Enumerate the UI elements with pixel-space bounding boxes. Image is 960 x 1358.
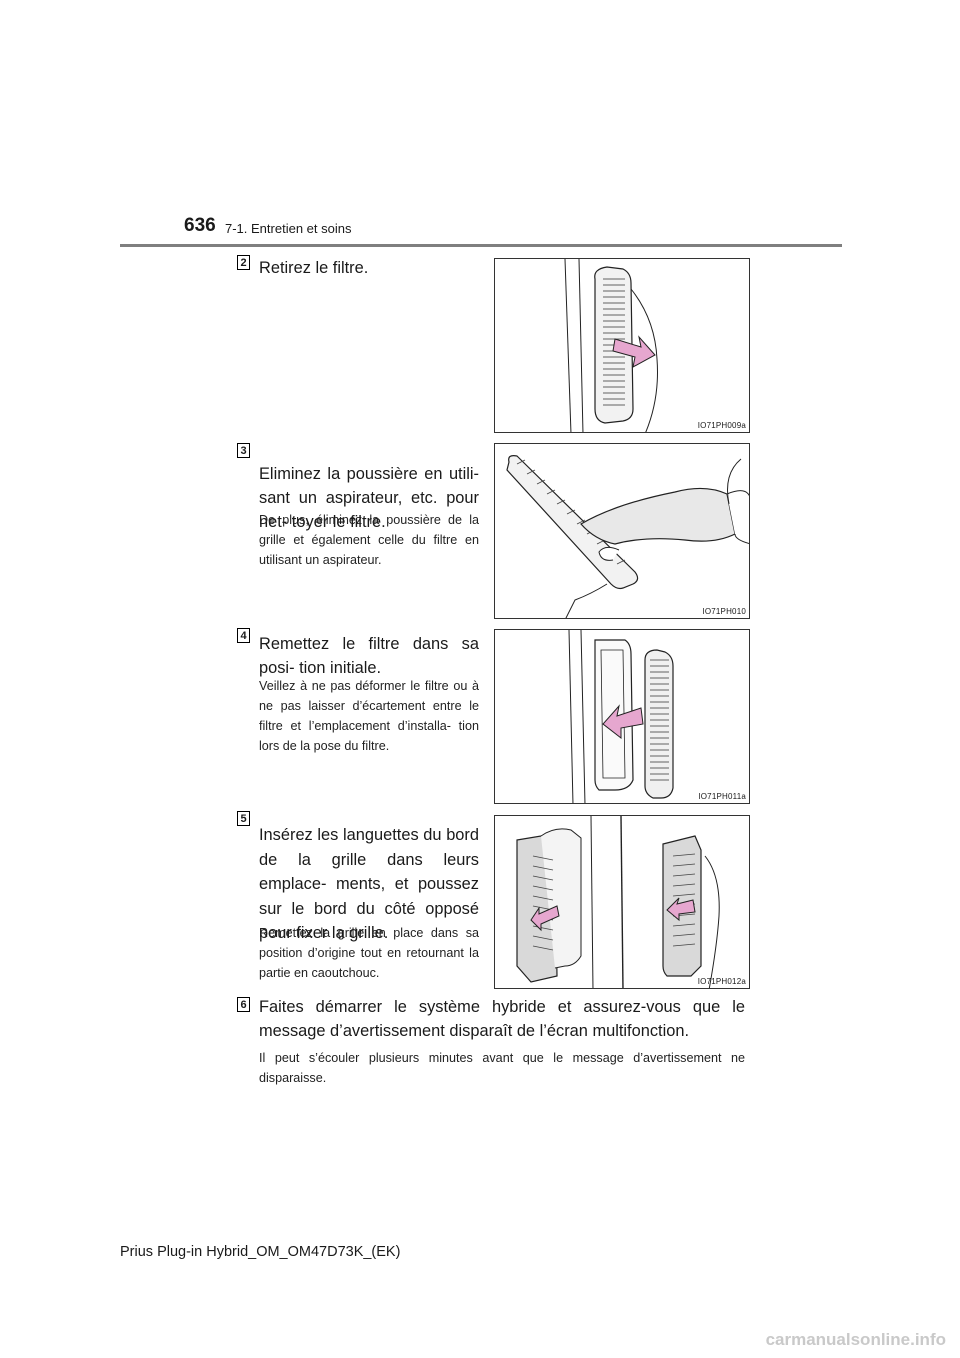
grille-reinstall-illustration [516, 816, 720, 988]
step-5-badge: 5 [237, 811, 250, 826]
step-2-figure: IO71PH009a [494, 258, 750, 433]
step-2-text: Retirez le filtre. [259, 259, 369, 277]
step-6-note: Il peut s’écouler plusieurs minutes avan… [259, 1051, 745, 1085]
step-5-right-arrow [666, 897, 696, 922]
vacuum-cleaning-illustration [506, 455, 749, 618]
step-5-note: Remettez la grille en place dans sa posi… [259, 926, 479, 980]
watermark: carmanualsonline.info [765, 1330, 946, 1349]
step-5-figure: IO71PH012a [494, 815, 750, 989]
step-2-badge: 2 [237, 255, 250, 270]
header-rule [120, 244, 842, 247]
step-5-text: Insérez les languettes du bord de la gri… [259, 826, 479, 942]
step-4-figure: IO71PH011a [494, 629, 750, 804]
step-4-arrow [602, 704, 644, 740]
step-6-badge: 6 [237, 997, 250, 1012]
step-4-figure-code: IO71PH011a [698, 792, 746, 801]
step-4-text: Remettez le filtre dans sa posi- tion in… [259, 635, 479, 677]
step-2-arrow [612, 335, 656, 368]
step-5-figure-code: IO71PH012a [697, 977, 746, 986]
footer-model: Prius Plug-in Hybrid_OM_OM47D73K_(EK) [120, 1244, 401, 1260]
step-3-badge: 3 [237, 443, 250, 458]
step-5-left-arrow [530, 905, 560, 932]
step-6-text: Faites démarrer le système hybride et as… [259, 998, 745, 1040]
step-4-note: Veillez à ne pas déformer le filtre ou à… [259, 679, 479, 753]
step-2-figure-code: IO71PH009a [697, 421, 746, 430]
step-3-text: Eliminez la poussière en utili- sant un … [259, 465, 479, 531]
filter-reinstall-illustration [568, 630, 674, 803]
filter-removal-illustration [564, 259, 658, 432]
page-number: 636 [184, 215, 216, 236]
step-3-figure: IO71PH010 [494, 443, 750, 619]
step-3-figure-code: IO71PH010 [702, 607, 746, 616]
step-4-badge: 4 [237, 628, 250, 643]
step-3-note: De plus, éliminez la poussière de la gri… [259, 513, 479, 567]
section-title: 7-1. Entretien et soins [225, 221, 352, 236]
